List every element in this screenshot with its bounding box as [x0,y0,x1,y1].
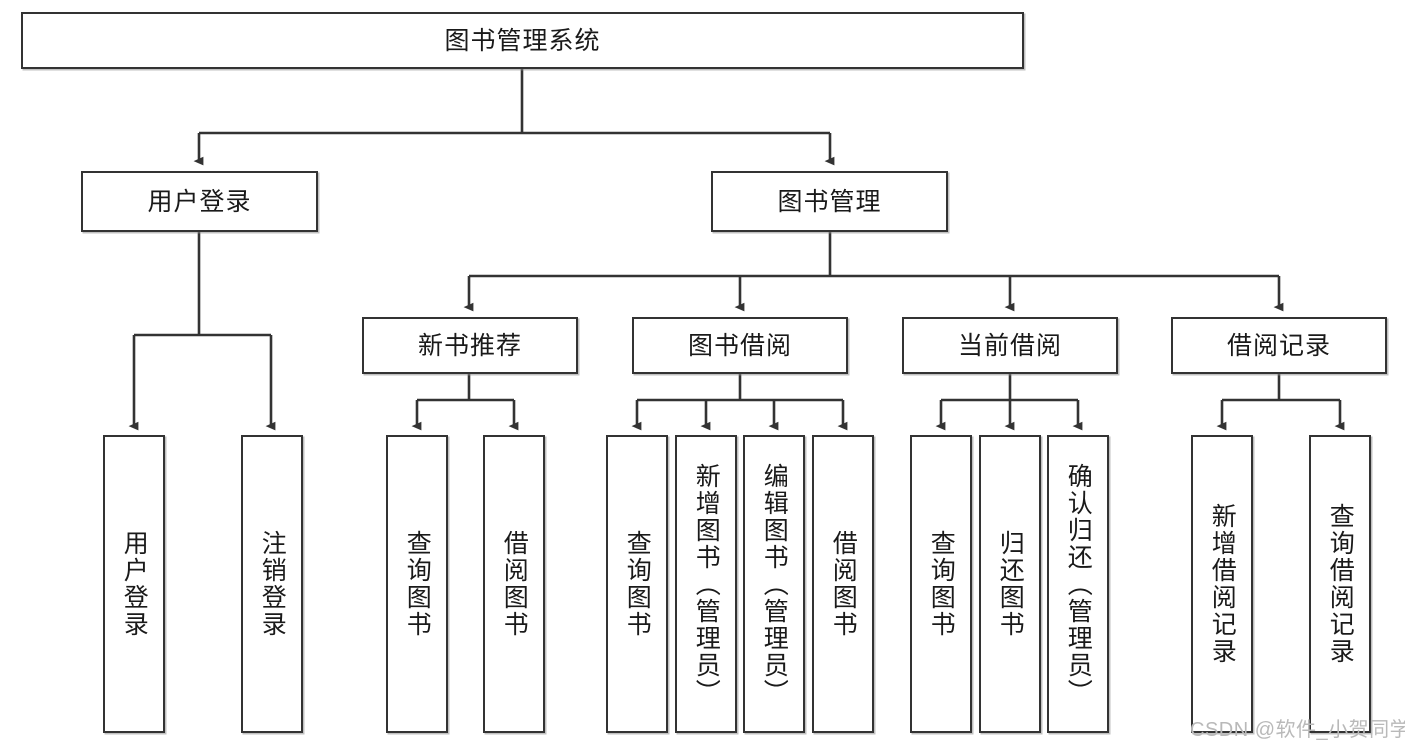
node-leaf-add-book[interactable]: 新增图书（管理员） [675,435,737,733]
node-new-book-recommend-label: 新书推荐 [417,331,522,360]
node-leaf-logout[interactable]: 注销登录 [241,435,303,733]
node-leaf-return-book-label: 归还图书 [996,530,1025,638]
node-leaf-query-book-3-label: 查询图书 [927,530,956,638]
node-leaf-borrow-book-2[interactable]: 借阅图书 [812,435,874,733]
node-leaf-confirm-return-label: 确认归还（管理员） [1064,462,1093,706]
node-root-label: 图书管理系统 [444,26,601,55]
node-new-book-recommend[interactable]: 新书推荐 [362,317,578,374]
node-leaf-query-book-2[interactable]: 查询图书 [606,435,668,733]
node-book-manage[interactable]: 图书管理 [711,171,948,232]
node-current-borrow[interactable]: 当前借阅 [902,317,1118,374]
node-leaf-user-login-label: 用户登录 [120,530,149,638]
node-leaf-query-book-1[interactable]: 查询图书 [386,435,448,733]
node-leaf-logout-label: 注销登录 [258,530,287,638]
node-book-borrow-label: 图书借阅 [687,331,792,360]
node-leaf-borrow-book-2-label: 借阅图书 [829,530,858,638]
node-leaf-query-record[interactable]: 查询借阅记录 [1309,435,1371,733]
node-leaf-edit-book-label: 编辑图书（管理员） [760,462,789,706]
node-leaf-user-login[interactable]: 用户登录 [103,435,165,733]
node-leaf-borrow-book-1[interactable]: 借阅图书 [483,435,545,733]
node-book-manage-label: 图书管理 [777,187,882,216]
node-leaf-add-record[interactable]: 新增借阅记录 [1191,435,1253,733]
node-leaf-query-record-label: 查询借阅记录 [1326,503,1355,665]
node-borrow-record[interactable]: 借阅记录 [1171,317,1387,374]
node-leaf-add-record-label: 新增借阅记录 [1208,503,1237,665]
node-leaf-return-book[interactable]: 归还图书 [979,435,1041,733]
node-leaf-query-book-1-label: 查询图书 [403,530,432,638]
node-borrow-record-label: 借阅记录 [1226,331,1331,360]
node-user-login-label: 用户登录 [147,187,252,216]
node-user-login[interactable]: 用户登录 [81,171,318,232]
node-leaf-edit-book[interactable]: 编辑图书（管理员） [743,435,805,733]
node-leaf-confirm-return[interactable]: 确认归还（管理员） [1047,435,1109,733]
node-root[interactable]: 图书管理系统 [21,12,1024,69]
node-leaf-query-book-2-label: 查询图书 [623,530,652,638]
node-current-borrow-label: 当前借阅 [957,331,1062,360]
csdn-watermark: CSDN @软件_小贺同学 [1190,719,1405,741]
node-leaf-borrow-book-1-label: 借阅图书 [500,530,529,638]
node-leaf-query-book-3[interactable]: 查询图书 [910,435,972,733]
node-book-borrow[interactable]: 图书借阅 [632,317,848,374]
node-leaf-add-book-label: 新增图书（管理员） [692,462,721,706]
